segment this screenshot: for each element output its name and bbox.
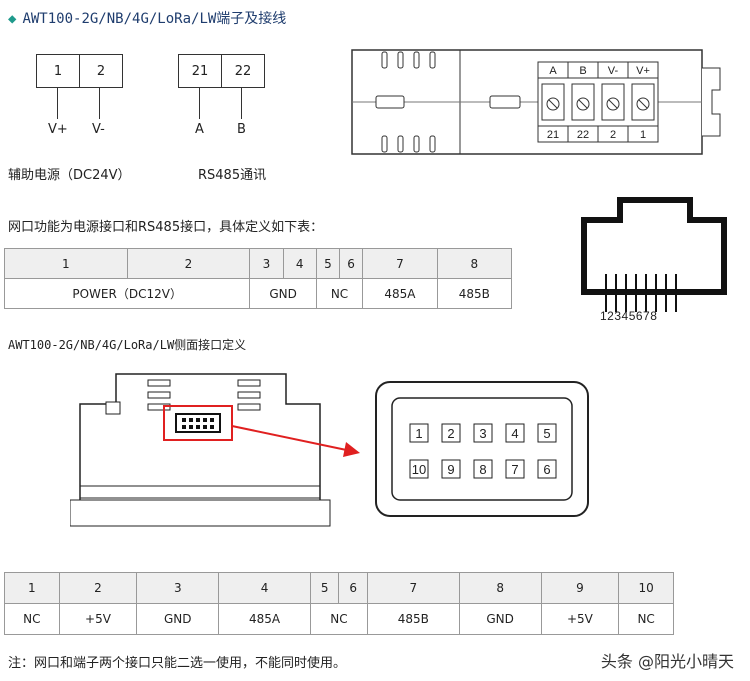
table-cell: 8: [458, 572, 542, 604]
table-cell: 8: [436, 248, 513, 279]
table-cell: 485B: [367, 603, 460, 635]
terminal-bottom-22: 22: [577, 129, 589, 141]
table-cell: 4: [282, 248, 317, 279]
table-cell: NC: [309, 603, 369, 635]
rs485-terminal: 21 22: [178, 54, 265, 88]
rj45-jack-drawing: [581, 197, 727, 312]
rj45-pin-table: 1 2 3 4 5 6 7 8 POWER（DC12V） GND NC 485A…: [3, 248, 513, 309]
table-cell: 2: [58, 572, 138, 604]
rs485-pin-21: 21: [179, 55, 222, 87]
table-cell: 4: [218, 572, 311, 604]
connector-pin: 1: [415, 426, 422, 441]
connector-pin: 7: [511, 462, 518, 477]
aux-power-caption: 辅助电源（DC24V）: [8, 168, 131, 183]
aux-pin-2: 2: [96, 63, 106, 79]
table-cell: 5: [315, 248, 341, 279]
table-cell: GND: [458, 603, 542, 635]
terminal-top-b: B: [579, 65, 586, 77]
lead-label-b: B: [237, 122, 246, 137]
table-cell: 9: [540, 572, 620, 604]
table-cell: GND: [249, 278, 317, 309]
terminal-top-vminus: V-: [608, 65, 619, 77]
terminal-top-vplus: V+: [636, 65, 650, 77]
table-cell: 3: [136, 572, 220, 604]
terminal-bottom-21: 21: [547, 129, 559, 141]
table-cell: 7: [362, 248, 438, 279]
table-cell: 2: [126, 248, 251, 279]
device-side-view: [70, 373, 360, 527]
connector-pin: 5: [543, 426, 550, 441]
usage-note: 注：网口和端子两个接口只能二选一使用，不能同时使用。: [8, 656, 347, 671]
side-pin-table: 1 2 3 4 5 6 7 8 9 10 NC +5V GND 485A NC …: [4, 572, 674, 635]
table-cell: 6: [338, 572, 368, 604]
rs485-caption: RS485通讯: [198, 168, 267, 183]
table-cell: NC: [618, 603, 674, 635]
rj45-pin-numbers: 12345678: [600, 309, 658, 323]
lead-label-a: A: [195, 122, 204, 137]
terminal-block-drawing: A B V- V+ 21 22 2 1: [351, 49, 721, 155]
connector-pin: 4: [511, 426, 518, 441]
terminal-bottom-2: 2: [610, 129, 616, 141]
table-cell: 1: [4, 248, 128, 279]
table-cell: POWER（DC12V）: [3, 278, 251, 309]
connector-pin: 8: [479, 462, 486, 477]
lead-label-vplus: V+: [48, 122, 68, 137]
table-cell: 3: [249, 248, 284, 279]
lead-line: [99, 87, 100, 119]
lead-line: [199, 87, 200, 119]
rs485-pin-22: 22: [234, 63, 252, 79]
side-interface-title: AWT100-2G/NB/4G/LoRa/LW侧面接口定义: [8, 338, 247, 352]
table-cell: +5V: [58, 603, 138, 635]
connector-detail: 1 2 3 4 5 10 9 8 7 6: [375, 381, 589, 517]
table-cell: 485B: [436, 278, 513, 309]
lead-line: [57, 87, 58, 119]
terminal-bottom-1: 1: [640, 129, 646, 141]
table-cell: GND: [136, 603, 220, 635]
connector-pin: 6: [543, 462, 550, 477]
section-title: ◆AWT100-2G/NB/4G/LoRa/LW端子及接线: [8, 11, 287, 27]
lead-label-vminus: V-: [92, 122, 105, 137]
table-cell: 5: [309, 572, 340, 604]
table-cell: +5V: [540, 603, 620, 635]
connector-pin: 10: [412, 462, 426, 477]
table-cell: NC: [315, 278, 364, 309]
table-cell: 10: [618, 572, 674, 604]
lead-line: [241, 87, 242, 119]
table-cell: 7: [367, 572, 460, 604]
table-cell: 485A: [362, 278, 438, 309]
connector-pin: 3: [479, 426, 486, 441]
diamond-icon: ◆: [8, 11, 17, 27]
rj45-note: 网口功能为电源接口和RS485接口，具体定义如下表：: [8, 220, 324, 235]
terminal-top-a: A: [549, 65, 557, 77]
aux-pin-1: 1: [37, 55, 80, 87]
table-cell: 1: [4, 572, 60, 604]
connector-pin: 2: [447, 426, 454, 441]
aux-power-terminal: 1 2: [36, 54, 123, 88]
watermark: 头条 @阳光小晴天: [600, 652, 734, 671]
table-cell: 485A: [218, 603, 311, 635]
table-cell: 6: [339, 248, 364, 279]
connector-pin: 9: [447, 462, 454, 477]
table-cell: NC: [4, 603, 60, 635]
